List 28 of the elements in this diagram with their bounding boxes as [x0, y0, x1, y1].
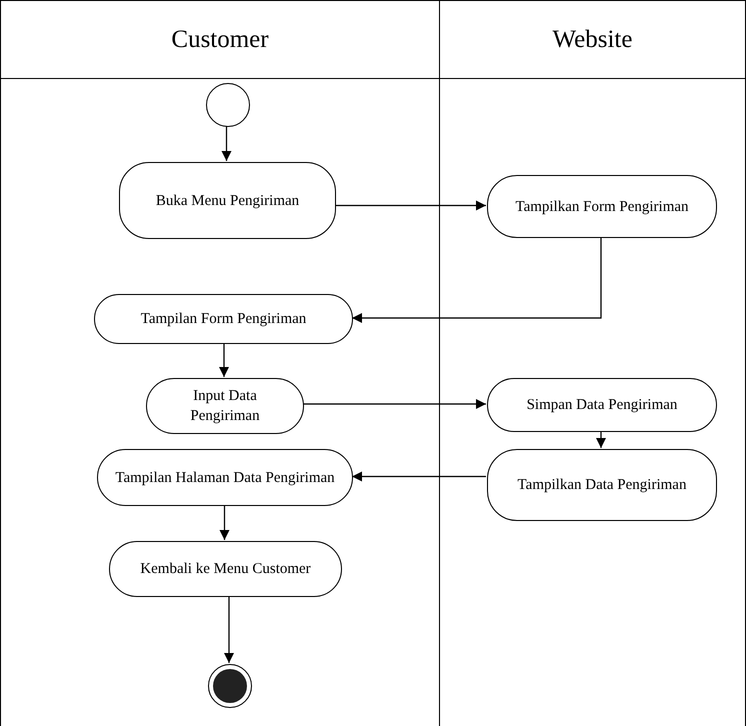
arrow	[222, 126, 232, 161]
activity-box	[487, 449, 717, 521]
activity-label: Buka Menu Pengiriman	[156, 192, 300, 210]
activity-label: Tampilkan Data Pengiriman	[518, 476, 686, 495]
swimlane	[439, 0, 746, 726]
arrow	[335, 200, 486, 210]
end-node	[208, 664, 252, 708]
activity-box	[119, 162, 336, 239]
arrow	[303, 399, 486, 409]
arrow	[352, 472, 486, 482]
lane-heading: Website	[552, 24, 632, 55]
activity-label: Tampilkan Form Pengiriman	[515, 198, 689, 216]
activity-label: Simpan Data Pengiriman	[526, 396, 678, 415]
arrow	[352, 237, 602, 323]
activity-box	[94, 294, 353, 344]
activity-box	[487, 378, 717, 432]
activity-label: Tampilan Halaman Data Pengiriman	[115, 468, 335, 488]
start-node	[206, 83, 250, 127]
arrow	[219, 343, 229, 377]
arrow	[220, 505, 230, 540]
arrow	[596, 431, 606, 448]
lane-heading: Customer	[171, 24, 269, 55]
swimlane	[0, 0, 440, 726]
activity-label: Tampilan Form Pengiriman	[140, 310, 306, 329]
activity-label: Kembali ke Menu Customer	[140, 560, 311, 579]
arrow	[224, 596, 234, 663]
activity-box	[487, 175, 717, 238]
activity-label: Input Data Pengiriman	[189, 387, 261, 426]
